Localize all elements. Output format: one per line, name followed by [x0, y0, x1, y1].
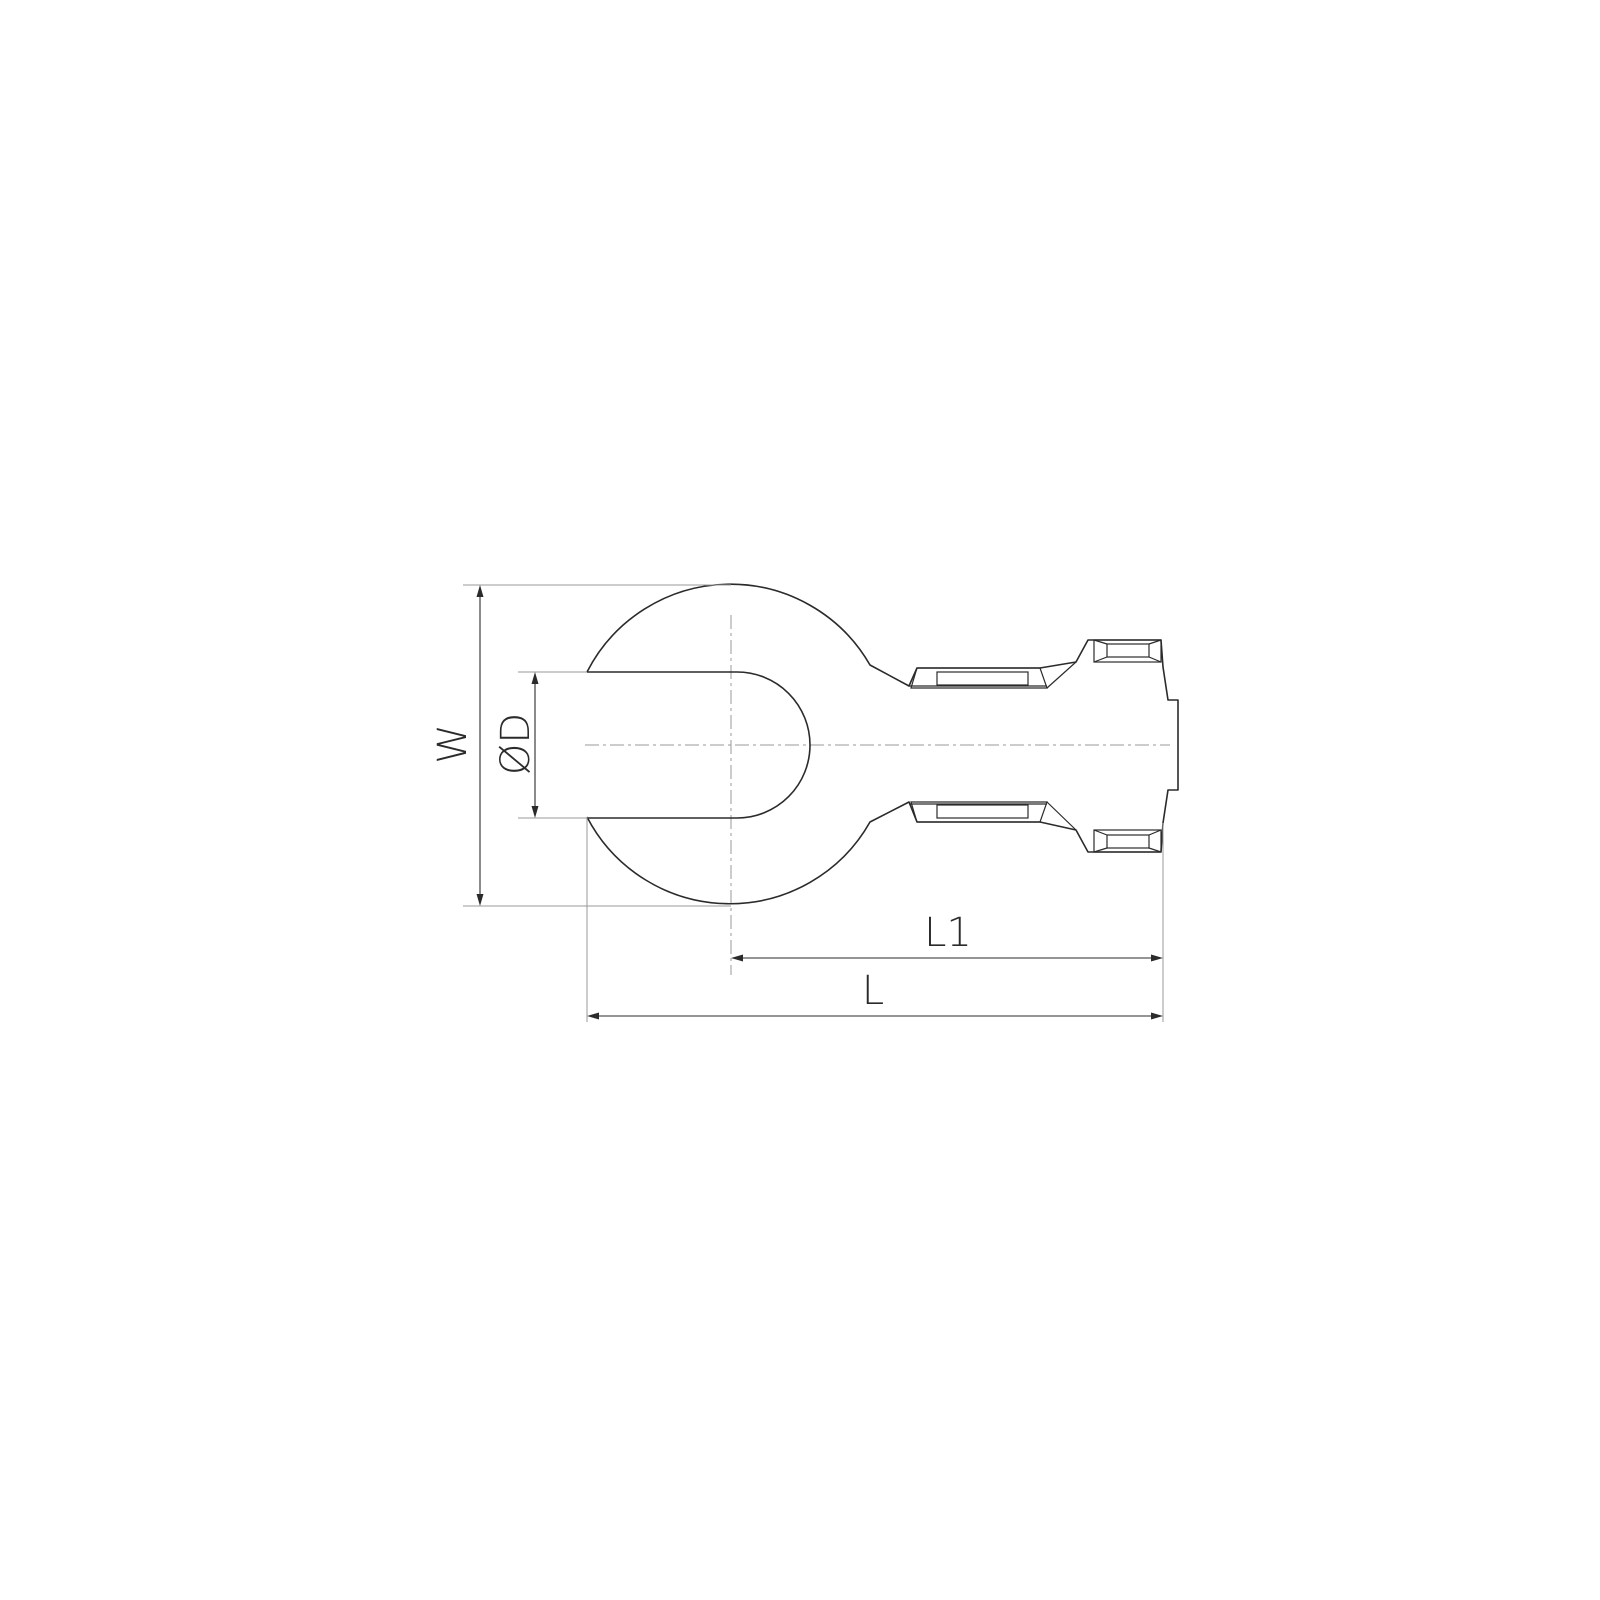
- upper-end-insert: [1093, 639, 1162, 663]
- lower-end-insert-chamfer-4: [1148, 847, 1162, 853]
- lower-insert-pockets: [909, 801, 1162, 853]
- l-arrow-left: [587, 1012, 599, 1020]
- upper-transition-edge: [1046, 661, 1077, 689]
- part-outline: [586, 583, 1179, 905]
- w-arrow-bottom: [476, 894, 484, 906]
- upper-mid-insert-seat: [936, 671, 1029, 686]
- l1-arrow-right: [1151, 954, 1163, 962]
- l-label: L: [862, 968, 884, 1014]
- extension-lines: [463, 584, 1164, 1022]
- lower-end-insert: [1093, 829, 1162, 853]
- lower-end-insert-chamfer-2: [1148, 829, 1162, 836]
- upper-insert-pockets: [909, 639, 1162, 689]
- upper-end-insert-chamfer-4: [1148, 656, 1162, 663]
- lower-end-insert-chamfer-3: [1093, 847, 1108, 853]
- l-arrow-right: [1151, 1012, 1163, 1020]
- w-arrow-top: [476, 585, 484, 597]
- head-outline-top: [586, 583, 1179, 905]
- upper-end-insert-seat: [1106, 643, 1150, 658]
- d-arrow-bottom: [531, 806, 539, 818]
- lower-mid-insert-seat: [936, 804, 1029, 819]
- upper-end-insert-chamfer-2: [1148, 639, 1162, 645]
- d-arrow-top: [531, 672, 539, 684]
- upper-end-insert-chamfer-3: [1093, 656, 1108, 663]
- l1-label: L1: [924, 910, 972, 956]
- lower-mid-insert: [910, 801, 1048, 823]
- lower-end-insert-seat: [1106, 834, 1150, 849]
- l1-arrow-left: [731, 954, 743, 962]
- dimension-w: W: [430, 585, 484, 906]
- upper-end-insert-chamfer-1: [1093, 639, 1108, 645]
- d-label: ØD: [493, 713, 539, 775]
- slot-outline: [587, 671, 811, 819]
- w-label: W: [430, 724, 476, 764]
- lower-end-insert-chamfer-1: [1093, 829, 1108, 836]
- dimension-l: L: [587, 968, 1163, 1020]
- dimension-diameter: ØD: [493, 672, 539, 818]
- dimension-l1: L1: [731, 910, 1163, 962]
- lower-transition-edge: [1046, 801, 1077, 831]
